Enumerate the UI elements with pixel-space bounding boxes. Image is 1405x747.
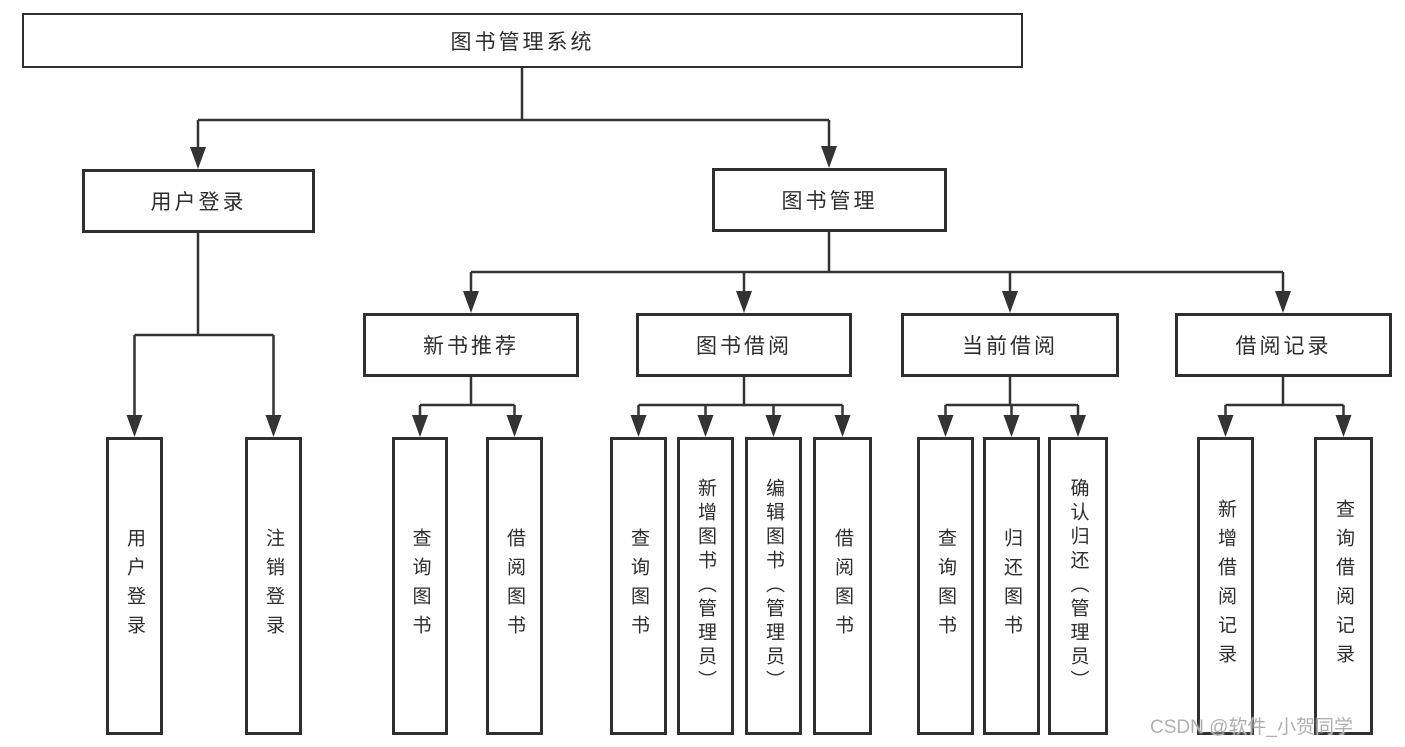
- node-bb-add-book-admin-label: 新增图书（管理员）: [695, 478, 716, 694]
- node-current-borrow: 当前借阅: [901, 313, 1119, 377]
- node-br-query-borrow-record-label: 查询借阅记录: [1333, 499, 1354, 673]
- node-bb-add-book-admin: 新增图书（管理员）: [677, 437, 734, 735]
- node-bb-query-book: 查询图书: [610, 437, 667, 735]
- node-root-label: 图书管理系统: [450, 30, 595, 54]
- node-book-borrow-label: 图书借阅: [696, 335, 792, 358]
- node-cb-query-book: 查询图书: [917, 437, 974, 735]
- node-new-book-recommend: 新书推荐: [363, 313, 579, 377]
- node-cb-return-book-label: 归还图书: [1001, 528, 1022, 644]
- node-rec-query-book-label: 查询图书: [409, 528, 431, 644]
- node-root-system: 图书管理系统: [22, 13, 1023, 68]
- node-rec-query-book: 查询图书: [392, 437, 448, 735]
- node-book-borrow: 图书借阅: [636, 313, 852, 377]
- node-cb-confirm-return-admin-label: 确认归还（管理员）: [1067, 478, 1089, 694]
- node-leaf-logout-label: 注销登录: [263, 528, 284, 644]
- node-br-add-borrow-record: 新增借阅记录: [1197, 437, 1254, 735]
- node-leaf-logout: 注销登录: [245, 437, 302, 735]
- node-bb-query-book-label: 查询图书: [628, 528, 649, 644]
- node-bb-borrow-book-label: 借阅图书: [832, 528, 853, 644]
- csdn-watermark: CSDN @软件_小贺同学: [1150, 717, 1353, 738]
- node-bb-borrow-book: 借阅图书: [813, 437, 872, 735]
- node-rec-borrow-book: 借阅图书: [486, 437, 543, 735]
- node-current-borrow-label: 当前借阅: [962, 335, 1058, 358]
- node-cb-confirm-return-admin: 确认归还（管理员）: [1048, 437, 1108, 735]
- node-user-login: 用户登录: [82, 169, 315, 233]
- node-borrow-records-label: 借阅记录: [1235, 335, 1332, 358]
- node-borrow-records: 借阅记录: [1175, 313, 1392, 377]
- node-cb-return-book: 归还图书: [983, 437, 1040, 735]
- node-br-add-borrow-record-label: 新增借阅记录: [1215, 499, 1236, 673]
- node-book-management: 图书管理: [712, 168, 947, 232]
- arrowhead-icons: [126, 146, 1352, 437]
- node-leaf-user-login-label: 用户登录: [124, 528, 145, 644]
- node-user-login-label: 用户登录: [150, 191, 247, 214]
- node-bb-edit-book-admin-label: 编辑图书（管理员）: [763, 478, 784, 694]
- node-br-query-borrow-record: 查询借阅记录: [1314, 437, 1373, 735]
- node-rec-borrow-book-label: 借阅图书: [504, 528, 525, 644]
- node-book-management-label: 图书管理: [781, 190, 878, 213]
- node-new-book-recommend-label: 新书推荐: [423, 335, 519, 358]
- node-leaf-user-login: 用户登录: [106, 437, 163, 735]
- node-bb-edit-book-admin: 编辑图书（管理员）: [745, 437, 802, 735]
- node-cb-query-book-label: 查询图书: [935, 528, 956, 644]
